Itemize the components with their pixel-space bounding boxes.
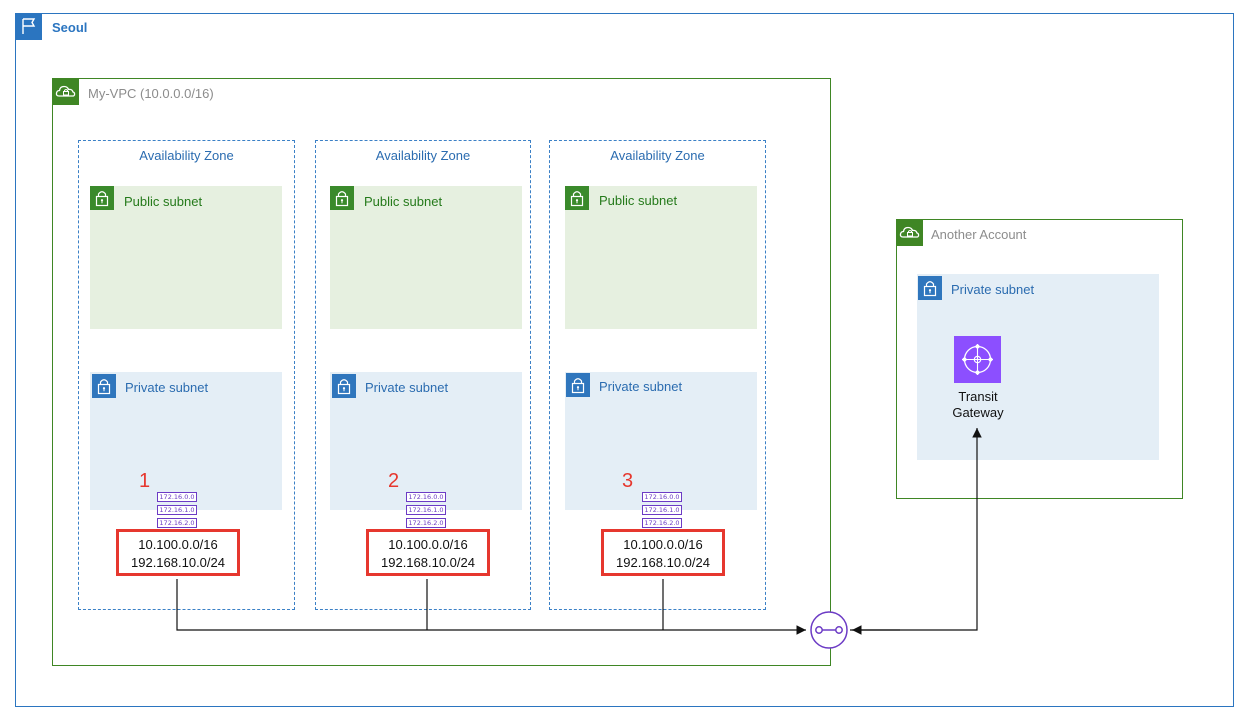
route-badge: 172.16.2.0 [406, 518, 446, 528]
public-subnet-label: Public subnet [599, 193, 678, 208]
route-entry: 192.168.10.0/24 [381, 555, 475, 570]
vpc-attachment-icon [810, 611, 848, 649]
availability-zone-2 [315, 140, 531, 610]
route-entry: 10.100.0.0/16 [388, 537, 468, 552]
public-subnet [330, 186, 522, 329]
route-badge: 172.16.1.0 [157, 505, 197, 515]
public-subnet [90, 186, 282, 329]
connector-line [850, 428, 982, 631]
route-badge: 172.16.0.0 [642, 492, 682, 502]
cloud-lock-icon [896, 219, 923, 246]
route-badge: 172.16.1.0 [406, 505, 446, 515]
padlock-icon [330, 186, 354, 210]
route-table-number: 2 [388, 470, 400, 492]
vpc-container [52, 78, 831, 666]
padlock-icon [90, 186, 114, 210]
cloud-lock-icon [52, 78, 79, 105]
az-label: Availability Zone [610, 148, 705, 163]
padlock-icon [918, 276, 942, 300]
flag-icon [15, 13, 42, 40]
another-account-container [896, 219, 1183, 499]
padlock-icon [565, 186, 589, 210]
route-badge: 172.16.2.0 [642, 518, 682, 528]
route-badge: 172.16.0.0 [406, 492, 446, 502]
route-table-box[interactable]: 10.100.0.0/16 192.168.10.0/24 [601, 529, 725, 576]
route-table-box[interactable]: 10.100.0.0/16 192.168.10.0/24 [366, 529, 490, 576]
private-subnet [90, 372, 282, 510]
transit-gateway-label: Transit Gateway [930, 389, 1026, 421]
transit-gateway-icon[interactable] [954, 336, 1001, 383]
public-subnet-label: Public subnet [364, 194, 443, 209]
route-entry: 192.168.10.0/24 [131, 555, 225, 570]
route-badge: 172.16.0.0 [157, 492, 197, 502]
route-entry: 192.168.10.0/24 [616, 555, 710, 570]
route-table-number: 1 [139, 470, 151, 492]
private-subnet-label: Private subnet [951, 282, 1035, 297]
tgw-label-line: Transit [958, 389, 998, 404]
route-badge: 172.16.2.0 [157, 518, 197, 528]
route-badge: 172.16.1.0 [642, 505, 682, 515]
tgw-label-line: Gateway [952, 405, 1004, 420]
availability-zone-3 [549, 140, 766, 610]
public-subnet-label: Public subnet [124, 194, 203, 209]
private-subnet-label: Private subnet [125, 380, 209, 395]
region-seoul [15, 13, 1234, 707]
padlock-icon [332, 374, 356, 398]
public-subnet [565, 186, 757, 329]
route-entry: 10.100.0.0/16 [623, 537, 703, 552]
vpc-label: My-VPC (10.0.0.0/16) [88, 86, 214, 101]
connector-line [176, 579, 806, 635]
padlock-icon [92, 374, 116, 398]
route-table-number: 3 [622, 470, 634, 492]
az-label: Availability Zone [139, 148, 234, 163]
az-label: Availability Zone [375, 148, 471, 163]
region-label: Seoul [52, 20, 88, 35]
route-entry: 10.100.0.0/16 [138, 537, 218, 552]
another-account-label: Another Account [931, 227, 1027, 242]
availability-zone-1 [78, 140, 295, 610]
private-subnet [330, 372, 522, 510]
private-subnet-label: Private subnet [365, 380, 449, 395]
padlock-icon [566, 373, 590, 397]
private-subnet [565, 372, 757, 510]
route-table-box[interactable]: 10.100.0.0/16 192.168.10.0/24 [116, 529, 240, 576]
private-subnet-label: Private subnet [599, 379, 683, 394]
